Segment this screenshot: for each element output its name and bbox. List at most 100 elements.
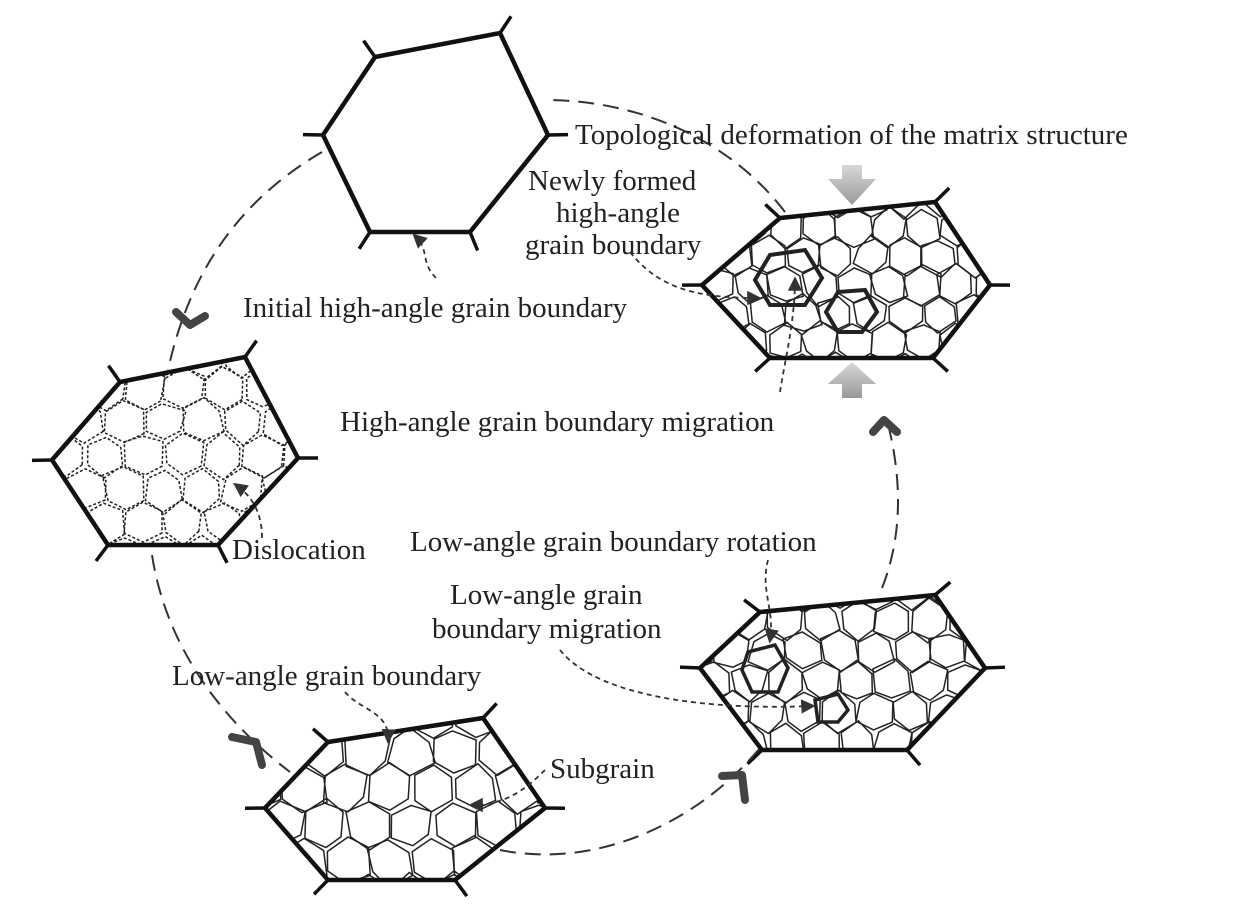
grain-cell [123, 435, 164, 476]
junction-tick [362, 39, 377, 59]
grain-cell [730, 664, 769, 703]
grain-cell [732, 719, 769, 750]
compression-arrow-bottom [828, 362, 876, 398]
grain-cell [700, 595, 714, 611]
grain-cell [540, 837, 545, 880]
chevron-icon [172, 308, 209, 329]
grain-cell [678, 753, 715, 793]
grain-cell [282, 366, 298, 414]
grain-cell [949, 599, 984, 641]
grain-cell [52, 366, 87, 412]
grain-cell [414, 764, 454, 813]
grain-cell [956, 354, 990, 358]
junction-tick [468, 231, 480, 252]
junction-tick [905, 748, 922, 767]
label-newly-formed-3: grain boundary [525, 229, 702, 261]
grain-cell [923, 295, 957, 334]
grain-cell [103, 399, 145, 444]
label-topological-deformation: Topological deformation of the matrix st… [575, 119, 1128, 151]
junction-tick [931, 356, 949, 373]
grain-cell [432, 869, 474, 880]
grain-cell [52, 531, 67, 545]
label-dislocation: Dislocation [232, 534, 366, 566]
grain-cell [145, 402, 188, 441]
grain-cell [988, 202, 990, 215]
junction-tick [94, 543, 110, 563]
grain-cell [955, 293, 990, 334]
grain-cell [182, 467, 221, 514]
grain-cell [909, 660, 949, 702]
grain-cell [304, 797, 344, 849]
new-high-angle-grain [823, 287, 880, 334]
pointer-lagb-migration [559, 649, 816, 714]
junction-tick [498, 15, 513, 34]
grain-cell [499, 838, 541, 880]
grain-cell [787, 202, 821, 219]
grain-cell [101, 465, 145, 511]
grain-cell [411, 837, 456, 880]
cycle-arrow-1 [167, 151, 323, 371]
grain-cell [946, 664, 984, 699]
label-newly-formed-1: Newly formed [528, 165, 697, 197]
junction-tick [933, 580, 952, 597]
label-subgrain: Subgrain [550, 753, 655, 785]
grain-cell [66, 357, 107, 377]
grain-cell [702, 324, 737, 358]
grain-cell [86, 436, 124, 480]
junction-tick [481, 702, 498, 720]
grain-cell [982, 602, 985, 643]
grain-cell [855, 692, 894, 731]
grain-cell [818, 202, 856, 219]
grain-cell [982, 722, 985, 750]
grain-cell [265, 839, 284, 880]
grain-cell [326, 836, 371, 880]
grain-cell [301, 336, 341, 372]
grain-cell [852, 294, 888, 332]
grain-cell [989, 292, 990, 337]
chevron-icon [869, 416, 901, 436]
grain-cell [141, 357, 183, 378]
grain-cell [517, 876, 545, 880]
grain-cell [871, 722, 913, 750]
grain-cell [323, 718, 369, 741]
grain-cell [702, 352, 718, 358]
grain-cell [477, 878, 520, 880]
grain-cell [928, 633, 966, 669]
grain-cell [263, 357, 298, 378]
grain-cell [944, 719, 983, 750]
grain-cell [765, 265, 804, 302]
grain-cell [975, 265, 990, 303]
grain-cell [822, 595, 858, 610]
grain-cell [715, 202, 751, 217]
grain-cell [161, 498, 203, 545]
grain-cell [478, 723, 520, 777]
grain-cell [714, 595, 746, 611]
junction-tick [743, 598, 762, 614]
junction-tick [679, 665, 701, 670]
recrystallized-hexagon [698, 199, 993, 361]
grain-cell [964, 753, 1002, 792]
junction-tick [753, 356, 772, 373]
grain-cell [182, 396, 225, 442]
grain-cell [345, 800, 391, 851]
junction-tick [746, 748, 764, 766]
grain-cell [102, 357, 144, 379]
grain-cell [542, 718, 545, 739]
junction-tick [312, 878, 330, 896]
pointer-hagb-migration [779, 276, 803, 393]
grain-cell [769, 722, 805, 750]
junction-tick [357, 231, 372, 250]
grain-cell [304, 468, 342, 510]
grain-cell [870, 321, 908, 358]
label-lagb-migration-1: Low-angle grain [450, 579, 643, 611]
grain-cell [183, 357, 223, 382]
grain-cell [390, 804, 432, 847]
grain-cell [367, 761, 411, 812]
subgrain-network-rotating [678, 595, 1002, 793]
grain-cell [452, 718, 499, 739]
junction-tick [243, 339, 258, 359]
grain-cell [164, 432, 205, 476]
grain-cell [841, 599, 878, 643]
grain-cell [837, 267, 873, 304]
